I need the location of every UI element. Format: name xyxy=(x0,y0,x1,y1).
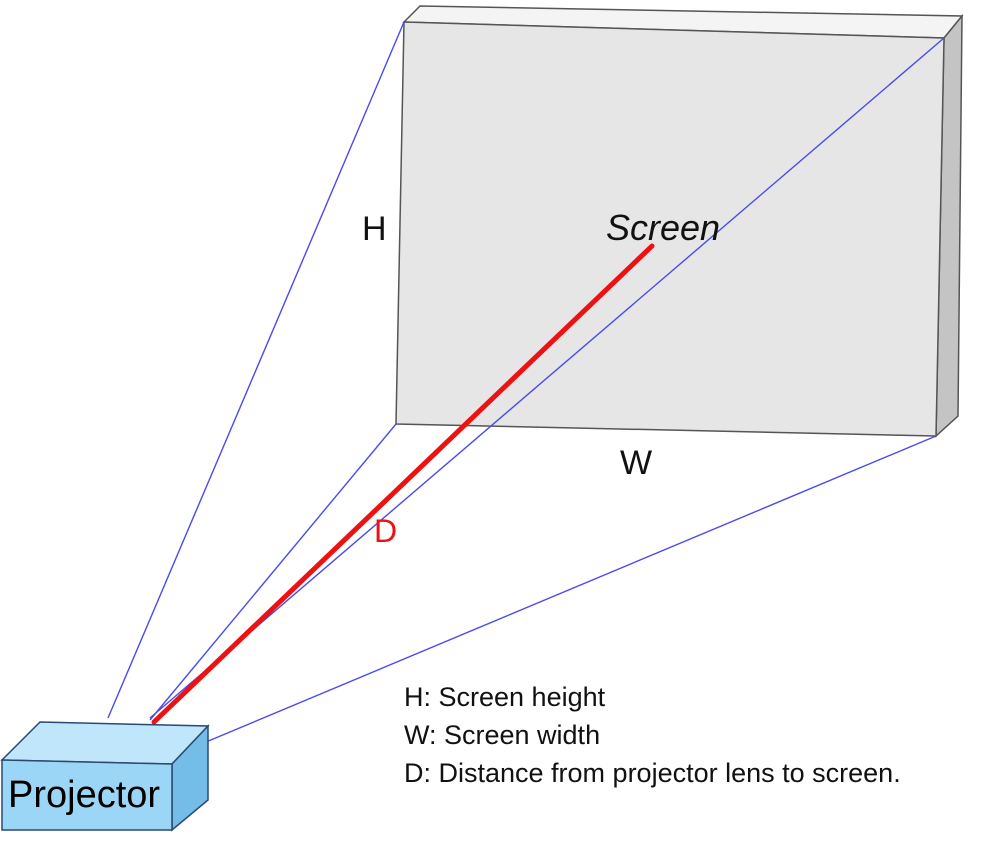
width-label: W xyxy=(620,444,652,482)
distance-line xyxy=(151,243,655,725)
projector-front-face xyxy=(1,759,173,831)
projector-label: Projector xyxy=(8,774,160,816)
legend: H: Screen height W: Screen width D: Dist… xyxy=(404,678,901,792)
projection-line-top-right xyxy=(149,37,945,719)
legend-item-height: H: Screen height xyxy=(404,682,606,712)
projection-line-bottom-left xyxy=(149,423,397,721)
legend-item-width: W: Screen width xyxy=(404,720,601,750)
screen-label: Screen xyxy=(606,207,720,248)
projector-box xyxy=(0,721,210,832)
projection-lines xyxy=(107,21,945,743)
legend-item-distance: D: Distance from projector lens to scree… xyxy=(404,758,901,788)
height-label: H xyxy=(362,210,387,248)
screen-panel xyxy=(395,5,964,438)
projection-line-bottom-right xyxy=(205,435,937,743)
distance-label: D xyxy=(374,513,397,549)
projection-line-top-left xyxy=(107,21,405,719)
